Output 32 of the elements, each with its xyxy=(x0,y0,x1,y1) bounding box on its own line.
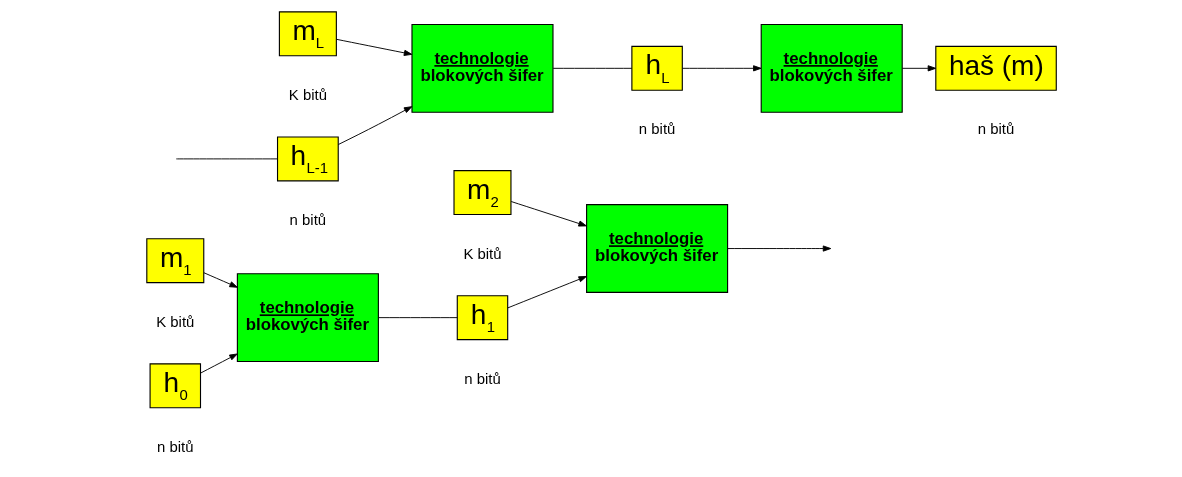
label: K bitů xyxy=(288,85,327,103)
node-box: h$_{L-1}$ xyxy=(276,136,339,182)
arrow xyxy=(203,272,238,288)
label: n bitů xyxy=(977,120,1015,138)
arrow xyxy=(337,106,413,145)
node-box: technologie blokových šifer xyxy=(411,23,554,113)
node-box: technologie blokových šifer xyxy=(760,23,903,113)
label: n bitů xyxy=(289,211,327,229)
label: n bitů xyxy=(464,369,501,387)
arrow xyxy=(727,245,832,252)
arrow xyxy=(510,201,587,227)
arrow xyxy=(200,353,238,374)
node-box: m$_{2}$ xyxy=(453,170,512,215)
label: n bitů xyxy=(638,120,676,138)
label: K bitů xyxy=(156,312,195,330)
node-box: h$_{0}$ xyxy=(149,363,202,409)
node-box: m$_{1}$ xyxy=(146,238,205,284)
connector xyxy=(552,67,633,69)
arrow xyxy=(336,38,413,56)
node-box: haš (m) xyxy=(935,45,1057,91)
label: n bitů xyxy=(157,437,194,455)
node-box: technologie blokových šifer xyxy=(236,273,379,363)
connector xyxy=(175,158,278,160)
arrow xyxy=(507,275,587,309)
arrow xyxy=(901,65,937,72)
connector xyxy=(378,317,458,319)
arrow xyxy=(681,65,762,72)
label: K bitů xyxy=(463,244,502,262)
node-box: technologie blokových šifer xyxy=(586,204,729,293)
node-box: h$_{1}$ xyxy=(456,295,509,341)
node-box: h$_{L}$ xyxy=(631,45,683,91)
node-box: m$_{L}$ xyxy=(278,11,337,57)
